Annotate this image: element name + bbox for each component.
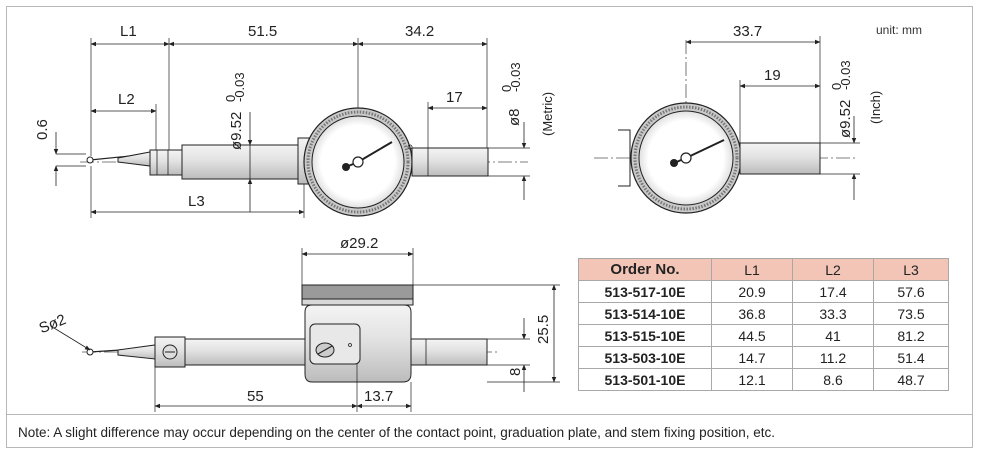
l3-cell: 51.4 [873,346,949,369]
l3-cell: 73.5 [873,302,949,325]
header-l2: L2 [792,258,874,281]
contact-ball [86,156,94,164]
dim-25-5: 25.5 [535,315,552,344]
order-no-cell: 513-517-10E [578,280,712,303]
table-row: 513-501-10E 12.1 8.6 48.7 [578,368,949,391]
dim-side-stem-dia: ø9.52 [837,100,854,138]
dim-side-tol-top: 0 [829,83,844,90]
dim-l2: L2 [118,91,135,108]
dim-8-metric: ø8 [506,108,523,126]
dim-l1: L1 [120,23,137,40]
l1-cell: 12.1 [711,368,793,391]
dim-17: 17 [446,89,463,106]
l2-cell: 17.4 [792,280,874,303]
l1-cell: 36.8 [711,302,793,325]
metric-label: (Metric) [540,92,555,136]
order-no-cell: 513-515-10E [578,324,712,347]
order-no-cell: 513-501-10E [578,368,712,391]
l2-cell: 8.6 [792,368,874,391]
dim-13-7: 13.7 [364,388,393,405]
pointer [357,141,393,163]
bottom-view: ø29.2 Sø2 25.5 8 55 13.7 [37,235,560,412]
inch-stem [739,142,821,175]
stylus-holder [149,149,183,176]
dim-33-7: 33.7 [733,23,762,40]
dim-8-tol: -0.03 [508,62,523,92]
l3-cell: 57.6 [873,280,949,303]
dim-stem-tol-top: 0 [223,95,238,102]
dim-stem-tol: -0.03 [232,72,247,102]
dim-55: 55 [247,388,264,405]
table-row: 513-515-10E 44.5 41 81.2 [578,324,949,347]
l2-cell: 11.2 [792,346,874,369]
l1-cell: 20.9 [711,280,793,303]
dim-51-5: 51.5 [248,23,277,40]
dim-34-2: 34.2 [405,23,434,40]
dim-29-2: ø29.2 [340,235,378,252]
dim-8-tol-top: 0 [499,85,514,92]
front-view: L1 51.5 34.2 L2 0.6 ø9.52 0 -0.03 17 [34,23,555,218]
table-row: 513-514-10E 36.8 33.3 73.5 [578,302,949,325]
l3-cell: 81.2 [873,324,949,347]
table-header-row: Order No. L1 L2 L3 [578,258,949,281]
outer-border [6,6,973,448]
note-divider [6,414,973,415]
note-text: Note: A slight difference may occur depe… [18,425,775,440]
header-l1: L1 [711,258,793,281]
knurled-bezel [301,284,414,300]
dim-side-tol: -0.03 [838,60,853,90]
stem [181,144,305,180]
dim-stem-dia: ø9.52 [228,112,245,150]
dim-19: 19 [764,67,781,84]
dim-l3: L3 [188,193,205,210]
header-order-no: Order No. [578,258,712,281]
table-row: 513-503-10E 14.7 11.2 51.4 [578,346,949,369]
order-no-cell: 513-514-10E [578,302,712,325]
dim-8-bottom: 8 [507,368,524,376]
l1-cell: 44.5 [711,324,793,347]
l1-cell: 14.7 [711,346,793,369]
unit-label: unit: mm [876,23,923,37]
order-no-cell: 513-503-10E [578,346,712,369]
inch-label: (Inch) [868,91,883,124]
l3-cell: 48.7 [873,368,949,391]
table-row: 513-517-10E 20.9 17.4 57.6 [578,280,949,303]
l2-cell: 33.3 [792,302,874,325]
l2-cell: 41 [792,324,874,347]
rear-stem [411,147,489,177]
dim-sphere: Sø2 [37,311,69,337]
header-l3: L3 [873,258,949,281]
side-view: 33.7 19 ø9.52 0 -0.03 (Inch) [594,23,883,214]
order-table: Order No. L1 L2 L3 513-517-10E 20.9 17.4… [578,258,949,391]
dim-0-6: 0.6 [34,119,51,140]
